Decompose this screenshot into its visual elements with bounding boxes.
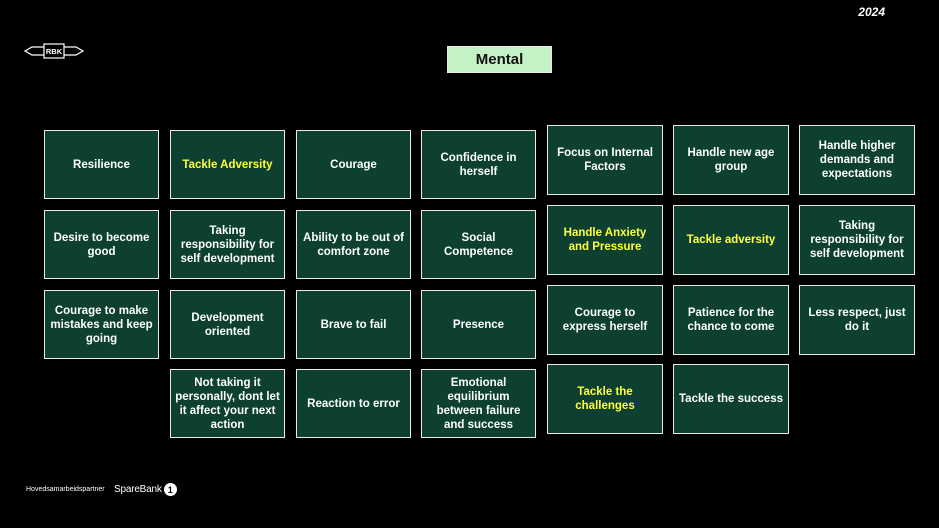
card-social-competence: Social Competence [421, 210, 536, 279]
card-emotional-equilibrium: Emotional equilibrium between failure an… [421, 369, 536, 438]
card-courage-to-make-mistakes: Courage to make mistakes and keep going [44, 290, 159, 359]
year-label: 2024 [858, 5, 885, 19]
card-handle-anxiety-pressure: Handle Anxiety and Pressure [547, 205, 663, 275]
card-focus-internal-factors: Focus on Internal Factors [547, 125, 663, 195]
card-development-oriented: Development oriented [170, 290, 285, 359]
card-courage-to-express-herself: Courage to express herself [547, 285, 663, 355]
card-patience-for-chance: Patience for the chance to come [673, 285, 789, 355]
card-tackle-the-challenges: Tackle the challenges [547, 364, 663, 434]
sparebank-logo: SpareBank 1 [114, 483, 177, 496]
card-courage: Courage [296, 130, 411, 199]
card-not-taking-it-personally: Not taking it personally, dont let it af… [170, 369, 285, 438]
card-resilience: Resilience [44, 130, 159, 199]
card-desire-to-become-good: Desire to become good [44, 210, 159, 279]
card-taking-responsibility-1: Taking responsibility for self developme… [170, 210, 285, 279]
card-ability-out-of-comfort-zone: Ability to be out of comfort zone [296, 210, 411, 279]
card-taking-responsibility-2: Taking responsibility for self developme… [799, 205, 915, 275]
card-confidence-in-herself: Confidence in herself [421, 130, 536, 199]
card-handle-new-age-group: Handle new age group [673, 125, 789, 195]
sponsor-number-badge: 1 [163, 483, 177, 496]
card-less-respect-just-do-it: Less respect, just do it [799, 285, 915, 355]
logo-text: RBK [46, 47, 63, 56]
sponsor-name: SpareBank [114, 484, 162, 495]
rbk-logo: RBK [24, 43, 84, 59]
page-title: Mental [447, 46, 552, 73]
partner-label: Hovedsamarbeidspartner [26, 486, 105, 493]
card-handle-higher-demands: Handle higher demands and expectations [799, 125, 915, 195]
card-presence: Presence [421, 290, 536, 359]
card-reaction-to-error: Reaction to error [296, 369, 411, 438]
card-brave-to-fail: Brave to fail [296, 290, 411, 359]
card-tackle-adversity-2: Tackle adversity [673, 205, 789, 275]
card-tackle-the-success: Tackle the success [673, 364, 789, 434]
card-tackle-adversity-1: Tackle Adversity [170, 130, 285, 199]
